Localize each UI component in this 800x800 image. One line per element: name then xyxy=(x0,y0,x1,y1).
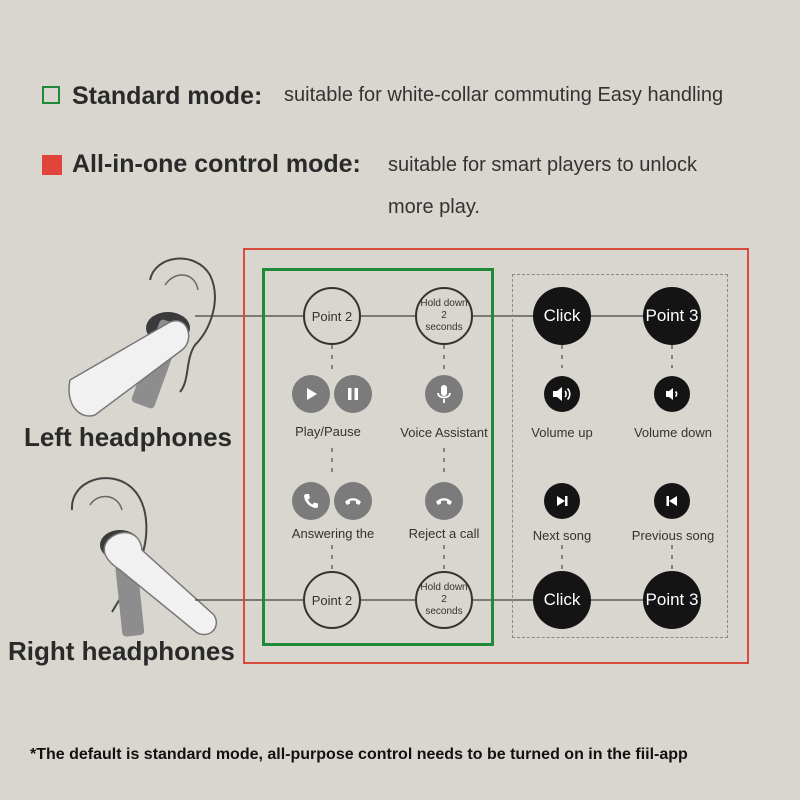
next-song-caption: Next song xyxy=(532,528,592,543)
previous-song-icon xyxy=(654,483,690,519)
next-song-icon xyxy=(544,483,580,519)
hold-line1: Hold down xyxy=(420,298,468,309)
bottom-point3-node: Point 3 xyxy=(643,571,701,629)
allinone-controls-frame xyxy=(512,274,728,638)
left-point2-node: Point 2 xyxy=(303,287,361,345)
allinone-mode-desc-line1: suitable for smart players to unlock xyxy=(388,154,698,176)
play-pause-caption: Play/Pause xyxy=(295,424,361,439)
reject-call-icon xyxy=(425,482,463,520)
standard-mode-frame xyxy=(262,268,494,646)
play-icon xyxy=(292,375,330,413)
top-click-node: Click xyxy=(533,287,591,345)
left-hold-node: Hold down 2 seconds xyxy=(415,287,473,345)
allinone-mode-title: All-in-one control mode: xyxy=(72,150,361,178)
phone-hangup-icon xyxy=(334,482,372,520)
standard-mode-title: Standard mode: xyxy=(72,82,263,110)
hold-line2: 2 xyxy=(441,594,447,605)
volume-up-icon xyxy=(544,376,580,412)
hold-line3: seconds xyxy=(425,606,463,617)
phone-answer-icon xyxy=(292,482,330,520)
bottom-click-node: Click xyxy=(533,571,591,629)
voice-assistant-caption: Voice Assistant xyxy=(400,425,488,440)
left-ear-illustration xyxy=(68,257,216,417)
volume-down-caption: Volume down xyxy=(633,425,713,440)
volume-up-caption: Volume up xyxy=(531,425,593,440)
previous-song-caption: Previous song xyxy=(631,528,715,543)
allinone-mode-desc-line2: more play. xyxy=(388,196,480,218)
right-ear-illustration xyxy=(70,477,217,637)
hold-line3: seconds xyxy=(425,322,463,333)
allinone-mode-frame xyxy=(243,248,749,664)
volume-down-icon xyxy=(654,376,690,412)
right-point2-node: Point 2 xyxy=(303,571,361,629)
right-hold-node: Hold down 2 seconds xyxy=(415,571,473,629)
footnote: *The default is standard mode, all-purpo… xyxy=(30,746,688,763)
hold-line2: 2 xyxy=(441,310,447,321)
hold-line1: Hold down xyxy=(420,582,468,593)
left-headphones-label: Left headphones xyxy=(24,422,233,452)
microphone-icon xyxy=(425,375,463,413)
right-headphones-label: Right headphones xyxy=(8,636,235,666)
pause-icon xyxy=(334,375,372,413)
answering-caption: Answering the xyxy=(291,526,375,541)
reject-call-caption: Reject a call xyxy=(408,526,480,541)
standard-mode-desc: suitable for white-collar commuting Easy… xyxy=(284,84,724,106)
allinone-mode-swatch xyxy=(42,155,62,175)
top-point3-node: Point 3 xyxy=(643,287,701,345)
standard-mode-swatch xyxy=(42,86,60,104)
